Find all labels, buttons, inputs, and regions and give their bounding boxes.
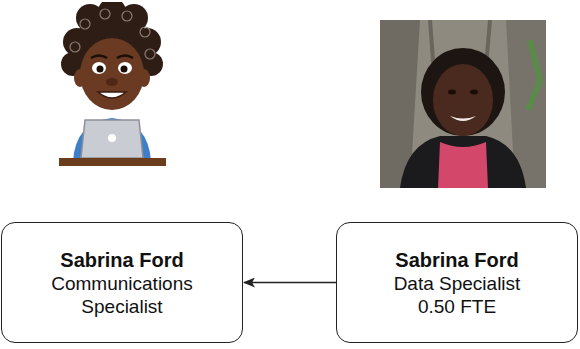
portrait-photo: [380, 20, 546, 188]
person-name: Sabrina Ford: [395, 248, 518, 272]
face: [80, 38, 144, 110]
face: [433, 64, 493, 136]
person-name: Sabrina Ford: [60, 248, 183, 272]
laptop: [81, 120, 143, 158]
role-text: Communications Specialist: [35, 272, 210, 318]
desk: [59, 158, 166, 166]
cartoon-avatar: [55, 2, 170, 168]
cardigan: [400, 136, 526, 188]
reporting-arrow: [244, 282, 336, 284]
hair: [421, 48, 505, 136]
person-box: Sabrina FordData Specialist 0.50 FTE: [336, 222, 578, 343]
shirt: [73, 118, 151, 162]
role-text: Data Specialist 0.50 FTE: [382, 272, 532, 318]
shirt: [438, 142, 488, 188]
person-box: Sabrina FordCommunications Specialist: [1, 222, 243, 343]
